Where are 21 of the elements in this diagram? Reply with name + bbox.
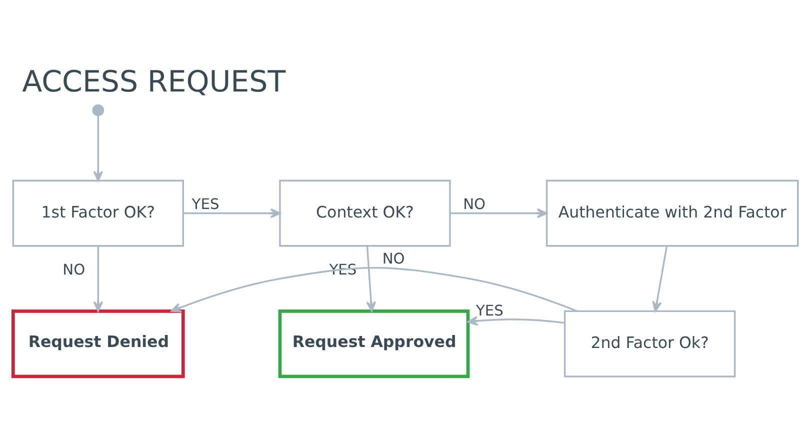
node-circle — [92, 104, 104, 116]
edge-label: NO — [62, 261, 86, 278]
arrow — [93, 116, 104, 182]
arrow — [366, 246, 376, 312]
edge-label: YES — [476, 302, 504, 320]
arrow — [184, 208, 281, 218]
arrow — [450, 208, 548, 218]
node-box: Context OK? — [279, 180, 451, 247]
node-box: Authenticate with 2nd Factor — [546, 180, 799, 247]
arrow — [467, 316, 565, 326]
edge-label: NO — [382, 250, 405, 268]
edge-label: YES — [192, 196, 220, 214]
arrow — [93, 246, 104, 312]
arrow — [170, 267, 578, 312]
diagram-title: ACCESS REQUEST — [22, 64, 286, 98]
edge-label: NO — [463, 196, 486, 214]
node-box: 2nd Factor Ok? — [564, 310, 736, 378]
node-box: Request Denied — [11, 310, 185, 378]
node-box: Request Approved — [278, 310, 470, 378]
arrow — [652, 246, 668, 312]
node-box: 1st Factor OK? — [12, 180, 184, 247]
